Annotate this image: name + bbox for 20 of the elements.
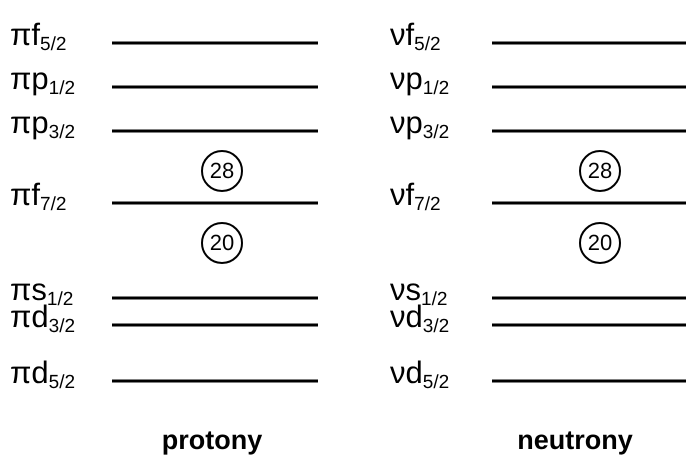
magic-number-circle bbox=[579, 222, 621, 264]
level-label: πp$_{1/2}$ bbox=[10, 62, 76, 96]
level-label: νp$_{3/2}$ bbox=[390, 106, 450, 140]
magic-number-circle bbox=[201, 222, 243, 264]
level-label: νd$_{5/2}$ bbox=[390, 356, 450, 390]
column-caption: protony bbox=[162, 425, 262, 456]
level-label: πf$_{7/2}$ bbox=[10, 178, 66, 212]
magic-number: 20 bbox=[210, 230, 234, 256]
magic-number-circle bbox=[579, 150, 621, 192]
level-label: νf$_{7/2}$ bbox=[390, 178, 441, 212]
level-label: νf$_{5/2}$ bbox=[390, 18, 441, 52]
magic-number: 20 bbox=[588, 230, 612, 256]
magic-number: 28 bbox=[588, 158, 612, 184]
column-caption: neutrony bbox=[517, 425, 633, 456]
level-label: πd$_{5/2}$ bbox=[10, 356, 76, 390]
level-label: πp$_{3/2}$ bbox=[10, 106, 76, 140]
magic-number-circle bbox=[201, 150, 243, 192]
magic-number: 28 bbox=[210, 158, 234, 184]
level-label: νp$_{1/2}$ bbox=[390, 62, 450, 96]
level-label: πf$_{5/2}$ bbox=[10, 18, 66, 52]
